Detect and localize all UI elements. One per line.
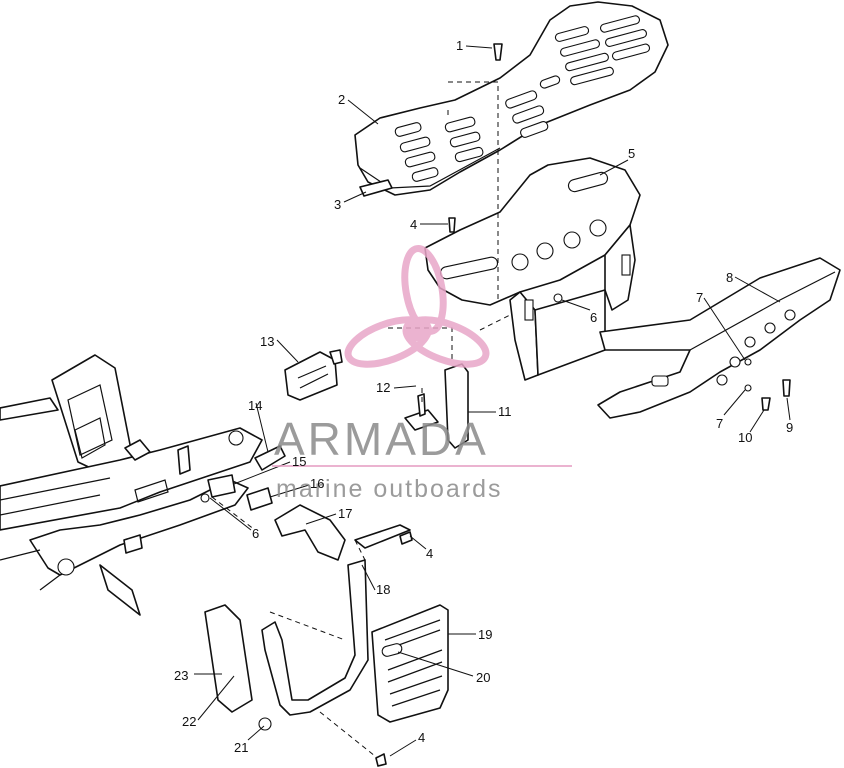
rear-bumper (597, 257, 841, 419)
callout-19: 19 (478, 627, 492, 642)
frame-assembly (0, 354, 263, 616)
callout-23: 23 (174, 668, 188, 683)
mount-brackets (200, 445, 346, 561)
callout-5: 5 (628, 146, 635, 161)
fasteners (375, 43, 791, 767)
callout-7a: 7 (696, 290, 703, 305)
callout-15: 15 (292, 454, 306, 469)
side-plate (204, 604, 253, 713)
callout-14: 14 (248, 398, 262, 413)
callout-1: 1 (456, 38, 463, 53)
callout-3: 3 (334, 197, 341, 212)
rack-support-bracket (424, 157, 641, 381)
callout-9: 9 (786, 420, 793, 435)
callout-22: 22 (182, 714, 196, 729)
callout-8: 8 (726, 270, 733, 285)
watermark-title: ARMADA (274, 413, 489, 465)
callout-16: 16 (310, 476, 324, 491)
mud-flap (371, 604, 449, 723)
reflector (359, 179, 393, 197)
callout-18: 18 (376, 582, 390, 597)
callout-10: 10 (738, 430, 752, 445)
watermark-subtitle: marine outboards (276, 475, 503, 503)
callout-labels: 1 2 3 4 4 4 5 6 6 7 7 8 9 10 11 12 13 14… (174, 38, 793, 755)
callout-13: 13 (260, 334, 274, 349)
callout-6b: 6 (252, 526, 259, 541)
callout-2: 2 (338, 92, 345, 107)
callout-4c: 4 (418, 730, 425, 745)
mud-flap-frame (261, 524, 411, 716)
callout-12: 12 (376, 380, 390, 395)
propeller-logo-icon (344, 245, 490, 368)
rear-rack-top (354, 1, 669, 196)
callout-17: 17 (338, 506, 352, 521)
callout-6a: 6 (590, 310, 597, 325)
watermark: ARMADA marine outboards (272, 245, 572, 503)
callout-7b: 7 (716, 416, 723, 431)
callout-4b: 4 (426, 546, 433, 561)
callout-11: 11 (498, 404, 512, 419)
callout-21: 21 (234, 740, 248, 755)
nut-21 (258, 717, 272, 731)
callout-20: 20 (476, 670, 490, 685)
tail-light (284, 349, 343, 401)
callout-4a: 4 (410, 217, 417, 232)
